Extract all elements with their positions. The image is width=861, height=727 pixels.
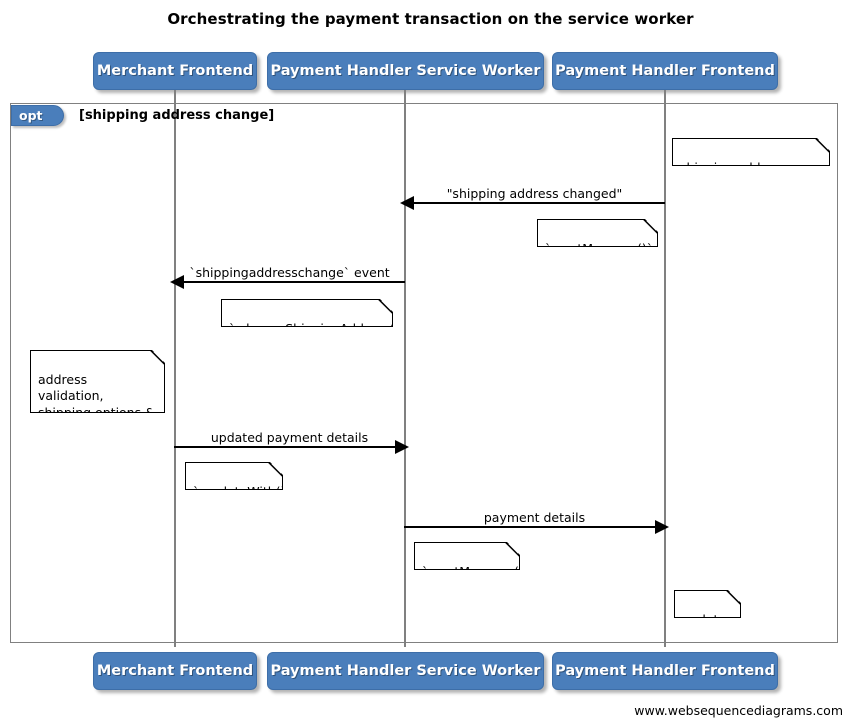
participant-label: Merchant Frontend xyxy=(96,663,254,679)
participant-payment-handler-frontend-top[interactable]: Payment Handler Frontend xyxy=(552,52,778,90)
arrow-head-right-icon xyxy=(655,520,669,534)
note-update-ui: update UI xyxy=(674,590,741,618)
note-change-shipping-address: `.changeShippingAddress()` xyxy=(221,299,393,327)
fragment-tag-label: opt xyxy=(19,108,43,123)
note-fold-icon xyxy=(814,138,830,154)
participant-payment-handler-frontend-bottom[interactable]: Payment Handler Frontend xyxy=(552,652,778,690)
fragment-tag-opt: opt xyxy=(11,105,64,126)
fragment-guard-condition: [shipping address change] xyxy=(79,108,275,123)
participant-label: Payment Handler Service Worker xyxy=(270,63,541,79)
note-fold-icon xyxy=(377,299,393,315)
participant-payment-handler-service-worker-bottom[interactable]: Payment Handler Service Worker xyxy=(267,652,544,690)
note-fold-icon xyxy=(149,350,165,366)
participant-payment-handler-service-worker-top[interactable]: Payment Handler Service Worker xyxy=(267,52,544,90)
note-address-validation: address validation, shipping options & t… xyxy=(30,350,165,413)
participant-label: Payment Handler Frontend xyxy=(555,663,775,679)
note-text: update UI xyxy=(682,611,727,643)
lifeline-payment-handler-frontend xyxy=(664,90,666,647)
lifeline-payment-handler-service-worker xyxy=(404,90,406,647)
note-text: shipping address changed xyxy=(680,159,787,191)
arrow-head-left-icon xyxy=(400,196,414,210)
participant-label: Merchant Frontend xyxy=(96,63,254,79)
message-line-shipping-address-changed xyxy=(404,202,665,204)
arrow-head-right-icon xyxy=(395,440,409,454)
participant-merchant-frontend-top[interactable]: Merchant Frontend xyxy=(93,52,257,90)
note-text: `.postMessage()` xyxy=(545,240,654,256)
message-line-shippingaddresschange-event xyxy=(174,281,405,283)
watermark-link[interactable]: www.websequencediagrams.com xyxy=(634,703,843,718)
message-label-shipping-address-changed: "shipping address changed" xyxy=(446,186,623,201)
participant-merchant-frontend-bottom[interactable]: Merchant Frontend xyxy=(93,652,257,690)
page-title: Orchestrating the payment transaction on… xyxy=(167,10,694,28)
note-fold-icon xyxy=(267,462,283,478)
message-label-payment-details: payment details xyxy=(483,510,586,525)
note-fold-icon xyxy=(504,542,520,558)
message-line-updated-payment-details xyxy=(174,446,405,448)
note-update-with: `.updateWith()` xyxy=(185,462,283,490)
note-text: address validation, shipping options & t… xyxy=(38,371,155,453)
message-line-payment-details xyxy=(404,526,665,528)
lifeline-merchant-frontend xyxy=(174,90,176,647)
note-post-message-service-worker: `.postMessage()` xyxy=(414,542,520,570)
note-shipping-address-changed: shipping address changed xyxy=(672,138,830,166)
note-fold-icon xyxy=(642,219,658,235)
message-label-shippingaddresschange-event: `shippingaddresschange` event xyxy=(189,265,390,280)
participant-label: Payment Handler Service Worker xyxy=(270,663,541,679)
message-label-updated-payment-details: updated payment details xyxy=(210,430,369,445)
participant-label: Payment Handler Frontend xyxy=(555,63,775,79)
arrow-head-left-icon xyxy=(170,275,184,289)
note-text: `.postMessage()` xyxy=(422,563,531,579)
note-text: `.updateWith()` xyxy=(193,483,292,499)
note-fold-icon xyxy=(725,590,741,606)
note-post-message-frontend: `.postMessage()` xyxy=(537,219,658,247)
note-text: `.changeShippingAddress()` xyxy=(229,320,406,336)
